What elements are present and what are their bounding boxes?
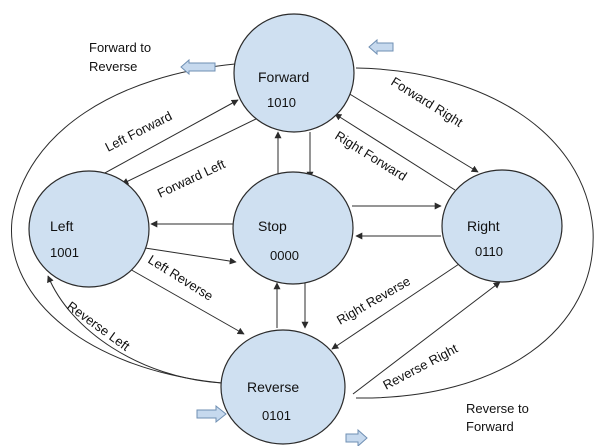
state-left-name: Left [50, 218, 73, 234]
label-right-reverse: Right Reverse [334, 273, 413, 327]
state-reverse-name: Reverse [247, 379, 299, 395]
state-forward-code: 1010 [267, 95, 296, 110]
label-left-reverse: Left Reverse [145, 252, 215, 304]
label-reverse-right: Reverse Right [380, 341, 460, 393]
label-reverse-left: Reverse Left [64, 298, 133, 354]
block-arrow-left-icon [180, 58, 216, 76]
edge-reverse-left [47, 275, 223, 384]
outer-loop-right [355, 67, 594, 399]
state-right-name: Right [467, 218, 500, 234]
edge-forward-left [121, 117, 259, 185]
state-left: Left 1001 [28, 170, 150, 288]
label-left-forward: Left Forward [103, 108, 175, 154]
edge-left-reverse [127, 267, 245, 335]
state-reverse: Reverse 0101 [220, 329, 346, 445]
edge-forward-right [347, 92, 479, 173]
label-reverse-to-forward-line2: Forward [466, 419, 514, 434]
state-reverse-code: 0101 [262, 408, 291, 423]
state-forward-name: Forward [258, 69, 309, 85]
outer-loop-left [11, 63, 236, 384]
edge-left-stop [144, 247, 237, 265]
edge-left-forward [91, 99, 239, 181]
state-right: Right 0110 [441, 169, 563, 283]
label-forward-to-reverse-line1: Forward to [89, 40, 151, 55]
block-arrow-right-icon [196, 404, 227, 424]
label-forward-right: Forward Right [388, 74, 466, 130]
edge-right-forward [334, 113, 456, 191]
label-forward-to-reverse-line2: Reverse [89, 59, 137, 74]
edge-reverse-right [352, 281, 501, 395]
label-reverse-to-forward-line1: Reverse to [466, 401, 529, 416]
state-stop-code: 0000 [270, 248, 299, 263]
state-stop: Stop 0000 [232, 171, 354, 285]
edge-right-reverse [331, 261, 463, 350]
block-arrow-left-icon [368, 38, 394, 56]
state-forward: Forward 1010 [233, 13, 355, 133]
state-left-code: 1001 [50, 245, 79, 260]
state-right-code: 0110 [475, 244, 503, 259]
state-stop-name: Stop [258, 218, 287, 234]
block-arrow-right-icon [345, 428, 368, 446]
